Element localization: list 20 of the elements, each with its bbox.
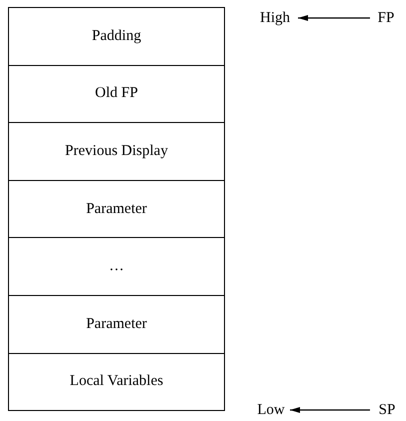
register-label: SP — [378, 402, 396, 418]
cell-label: Parameter — [86, 200, 147, 218]
stack-cell — [8, 295, 225, 354]
cell-label: Old FP — [95, 85, 138, 102]
cell-label: Padding — [92, 28, 142, 45]
arrow — [290, 407, 370, 413]
cell-label: … — [109, 258, 124, 276]
cell-label: Parameter — [86, 316, 147, 333]
stack-cell — [8, 352, 225, 412]
cell-label: Local Variables — [70, 373, 164, 390]
stack-cell — [8, 237, 225, 296]
address-label: High — [260, 10, 290, 26]
stack-cell — [8, 7, 225, 66]
address-label: Low — [257, 402, 285, 418]
stack-cell — [8, 122, 225, 181]
stack-cell — [8, 64, 225, 124]
register-label: FP — [378, 10, 394, 26]
stack-cell — [8, 180, 225, 238]
arrow — [298, 15, 370, 21]
cell-label: Previous Display — [65, 142, 168, 160]
